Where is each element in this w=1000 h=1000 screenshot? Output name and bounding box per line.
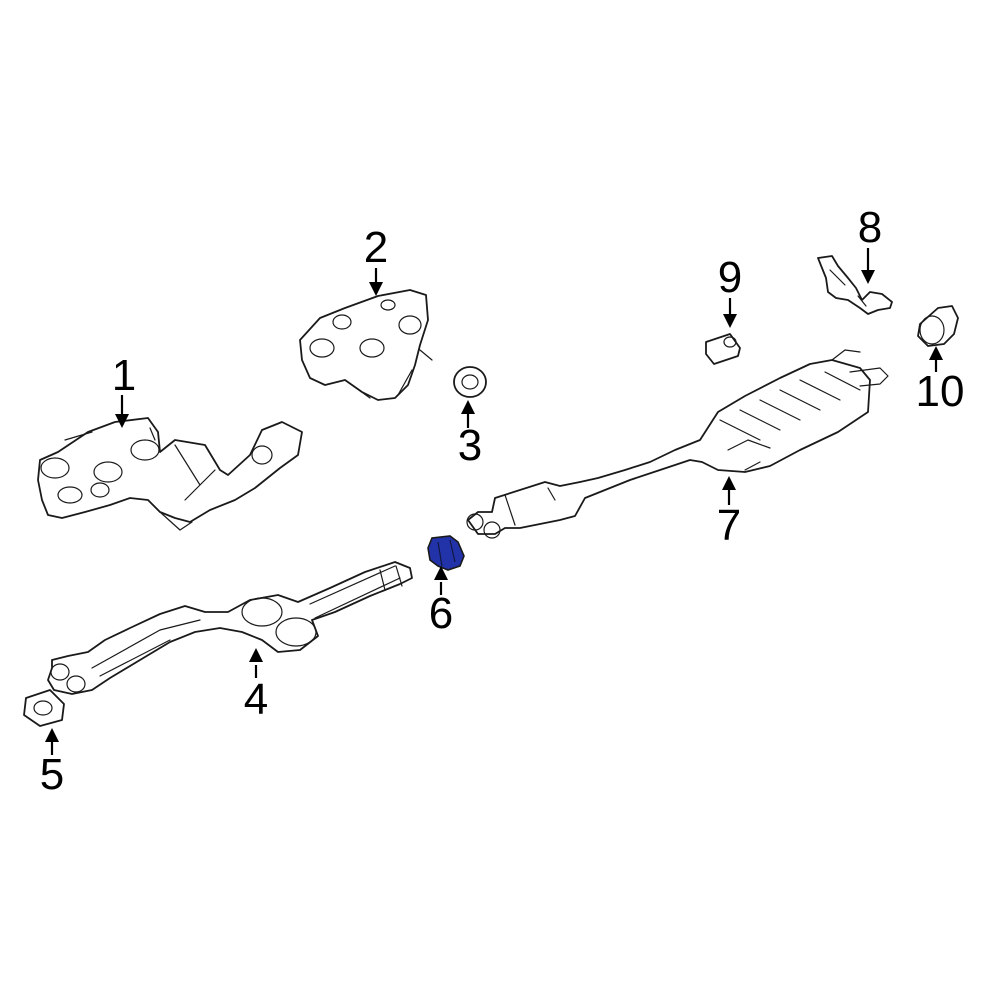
callout-2: 2 [364,223,388,272]
part-10-exhaust-tip[interactable] [917,305,959,347]
callout-5: 5 [40,750,64,799]
part-7-muffler[interactable] [466,349,889,539]
part-4-front-pipe[interactable] [47,561,413,695]
callout-8: 8 [858,203,882,252]
callout-10: 10 [916,367,965,416]
callout-arrows [45,248,943,755]
callout-4: 4 [244,675,268,724]
part-9-rubber-insulator[interactable] [705,333,741,365]
part-1-front-manifold[interactable] [37,417,303,531]
callout-1: 1 [112,351,136,400]
part-5-flange-gasket[interactable] [23,689,65,727]
part-3-gasket-ring[interactable] [453,366,487,398]
callout-3: 3 [458,421,482,470]
callout-6: 6 [429,589,453,638]
callout-labels: 1 2 3 4 5 6 7 8 9 10 [40,203,965,799]
callout-7: 7 [717,501,741,550]
part-2-rear-manifold[interactable] [299,289,433,401]
callout-9: 9 [718,253,742,302]
part-8-hanger-bracket[interactable] [817,255,893,315]
part-6-clamp[interactable] [427,535,465,571]
